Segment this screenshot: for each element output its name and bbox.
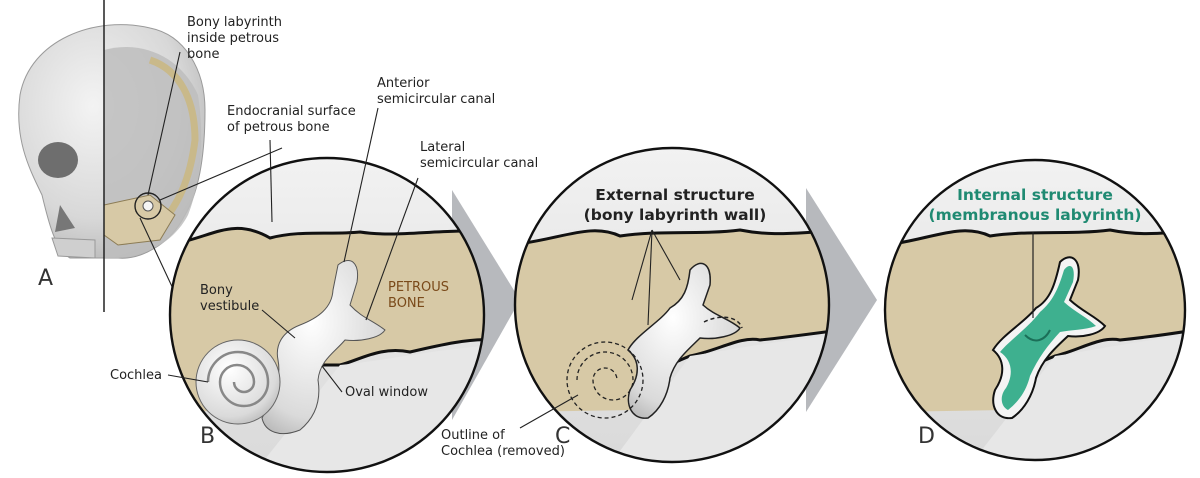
leader-cochlea xyxy=(167,374,209,383)
panel-label-a: A xyxy=(38,266,54,291)
panel-c-circle xyxy=(515,148,829,462)
title-internal-structure: Internal structure (membranous labyrinth… xyxy=(928,186,1142,224)
panel-label-d: D xyxy=(918,424,935,449)
label-petrous-bone: PETROUS BONE xyxy=(388,280,450,311)
label-oval-window: Oval window xyxy=(345,385,428,400)
label-anterior-canal: Anterior semicircular canal xyxy=(377,76,496,107)
leader-lateral-canal xyxy=(365,177,419,321)
leader-outline-cochlea xyxy=(519,394,579,429)
leader-anterior-canal xyxy=(343,107,379,263)
skull-illustration xyxy=(18,24,206,259)
label-outline-cochlea: Outline of Cochlea (removed) xyxy=(441,428,565,459)
label-cochlea: Cochlea xyxy=(110,368,162,383)
leader-external-2 xyxy=(647,229,653,326)
panel-label-b: B xyxy=(200,424,216,449)
leader-external-1 xyxy=(631,229,653,301)
title-external-structure: External structure (bony labyrinth wall) xyxy=(583,186,767,224)
panel-b-border xyxy=(168,156,486,474)
leader-bony-vestibule xyxy=(261,309,296,339)
leader-zoom-top xyxy=(159,147,283,201)
label-lateral-canal: Lateral semicircular canal xyxy=(420,140,539,171)
panel-c-border xyxy=(513,146,831,464)
label-endocranial-surface: Endocranial surface of petrous bone xyxy=(227,104,356,135)
arrow-c-to-d xyxy=(806,188,877,412)
leader-external-3 xyxy=(651,229,681,281)
label-bony-vestibule: Bony vestibule xyxy=(200,283,260,314)
panel-d-circle xyxy=(885,160,1185,460)
label-bony-labyrinth-inside: Bony labyrinth inside petrous bone xyxy=(187,15,282,62)
panel-d-border xyxy=(883,158,1187,462)
leader-endocranial xyxy=(269,139,273,223)
leader-bony-labyrinth xyxy=(147,51,181,196)
panel-label-c: C xyxy=(555,424,571,449)
leader-oval-window xyxy=(321,365,343,393)
